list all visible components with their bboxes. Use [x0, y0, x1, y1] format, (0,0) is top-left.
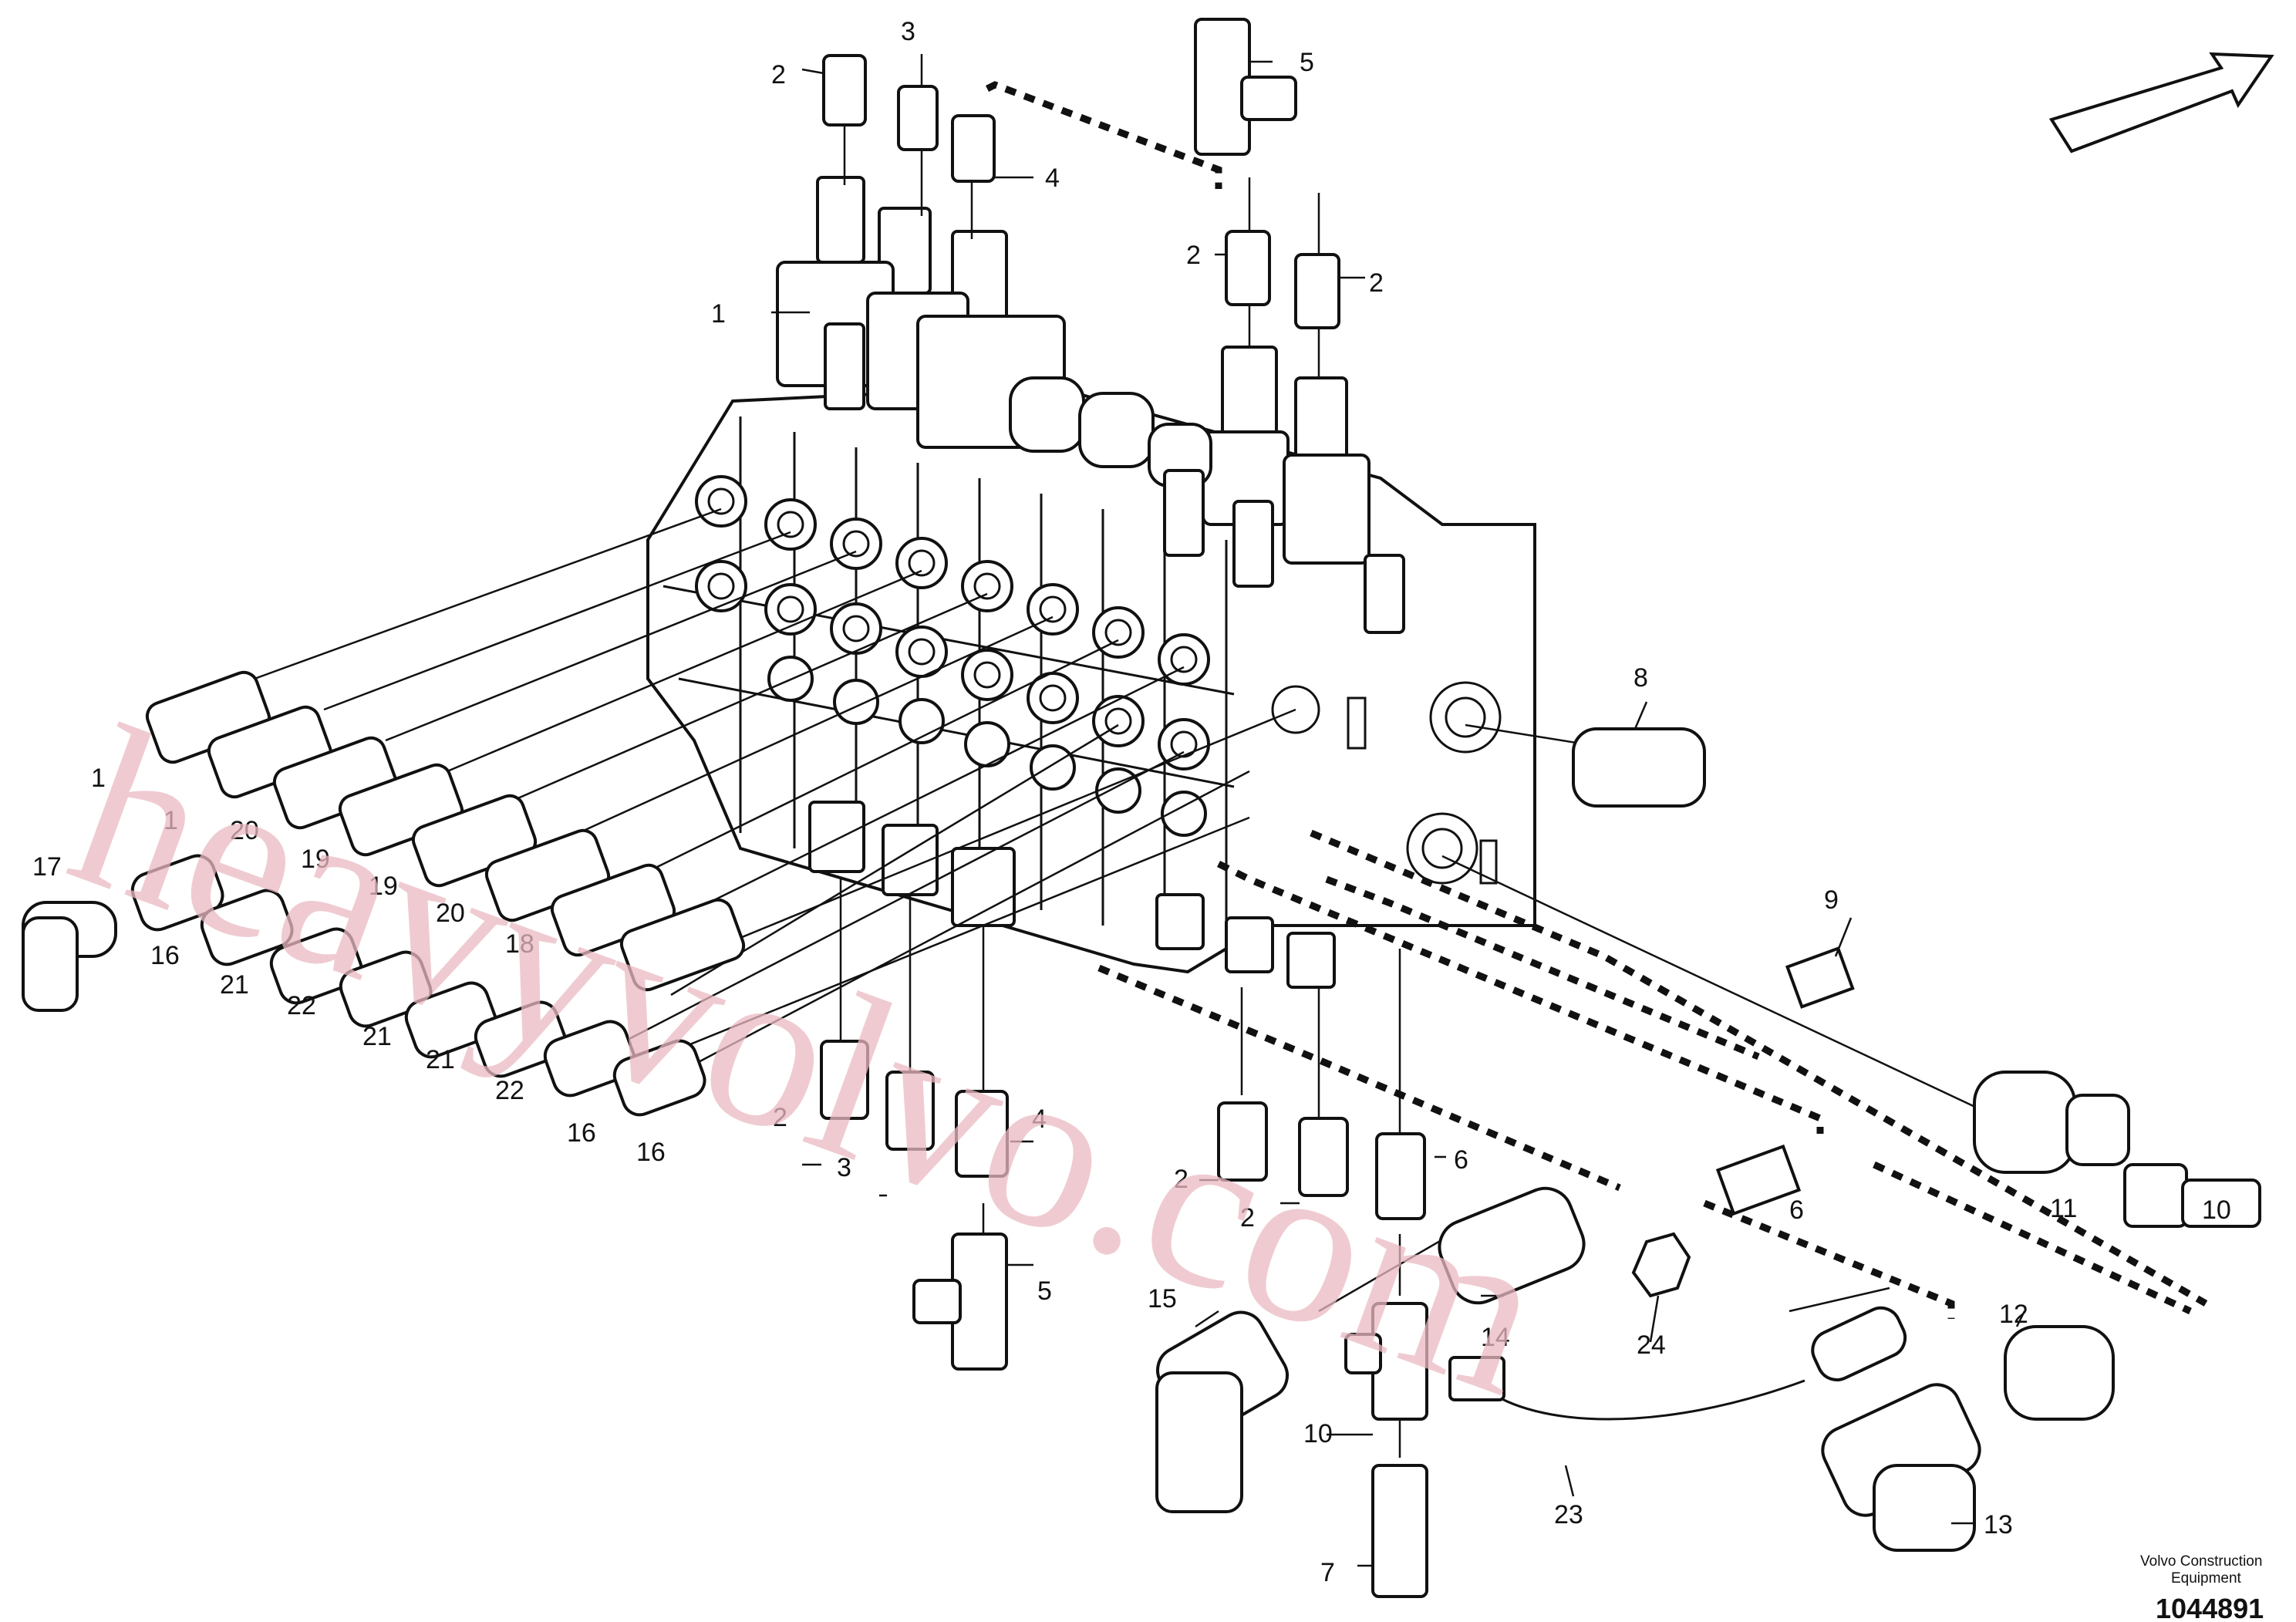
callout-6: 6: [1789, 1195, 1804, 1225]
callout-16: 16: [636, 1138, 666, 1167]
callout-labels: 1 1 1 2 2 2 2 2 2 3 3 4 4 5 5 6 6 7 8 9 …: [32, 17, 2231, 1587]
callout-21: 21: [426, 1045, 455, 1074]
callout-21: 21: [220, 970, 249, 1000]
callout-11: 11: [2050, 1194, 2077, 1223]
callout-16: 16: [567, 1118, 596, 1148]
callout-12: 12: [1999, 1300, 2028, 1329]
callout-9: 9: [1824, 885, 1839, 915]
callout-20: 20: [436, 899, 465, 928]
callout-10: 10: [2202, 1195, 2231, 1225]
bottom-ports: [808, 801, 1336, 989]
callout-2: 2: [1186, 241, 1201, 270]
callout-7: 7: [1320, 1558, 1335, 1587]
callout-22: 22: [287, 991, 316, 1020]
callout-24: 24: [1637, 1330, 1666, 1360]
straight-adapters: [820, 54, 1855, 1220]
callout-8: 8: [1633, 663, 1648, 693]
assembly-dashed-lines: [985, 81, 2208, 1319]
callout-19: 19: [369, 872, 398, 901]
callout-3: 3: [837, 1153, 851, 1182]
callout-15: 15: [1148, 1284, 1177, 1313]
document-number: 1044891: [2156, 1593, 2264, 1622]
callout-6: 6: [1454, 1145, 1468, 1175]
callout-18: 18: [505, 929, 534, 959]
callout-13: 13: [1984, 1510, 2013, 1539]
callout-2: 2: [1369, 268, 1384, 298]
callout-20: 20: [230, 816, 259, 845]
callout-23: 23: [1554, 1500, 1583, 1529]
callout-2: 2: [771, 60, 786, 89]
callout-1: 1: [91, 764, 106, 793]
callout-4: 4: [1045, 164, 1060, 193]
callout-14: 14: [1481, 1323, 1510, 1352]
callout-17: 17: [32, 852, 62, 882]
callout-5: 5: [1300, 48, 1314, 77]
sensor-harness: [1448, 1306, 1907, 1421]
callout-16: 16: [150, 941, 180, 970]
fitting-leader-lines: [254, 116, 2099, 1458]
callout-22: 22: [495, 1076, 524, 1105]
direction-arrow-icon: [2048, 52, 2274, 153]
callout-1: 1: [164, 806, 178, 835]
large-fittings: [22, 727, 2130, 1552]
callout-2: 2: [773, 1103, 787, 1132]
brand-name-line2: Equipment: [2171, 1570, 2242, 1587]
callout-2: 2: [1240, 1203, 1255, 1233]
callout-2: 2: [1174, 1165, 1188, 1194]
callout-5: 5: [1037, 1276, 1052, 1306]
brand-name-line1: Volvo Construction: [2140, 1553, 2262, 1570]
callout-leaders: [771, 54, 2026, 1567]
callout-21: 21: [362, 1022, 392, 1051]
callout-19: 19: [301, 845, 330, 874]
callout-4: 4: [1032, 1104, 1047, 1134]
hose-end-fittings: [130, 670, 746, 1117]
callout-10: 10: [1303, 1419, 1333, 1448]
relief-valve-cartridges: [776, 176, 1405, 634]
valve-ports: [695, 475, 1210, 837]
callout-1: 1: [711, 299, 726, 329]
tee-fittings: [912, 18, 2261, 1598]
callout-3: 3: [901, 17, 915, 46]
